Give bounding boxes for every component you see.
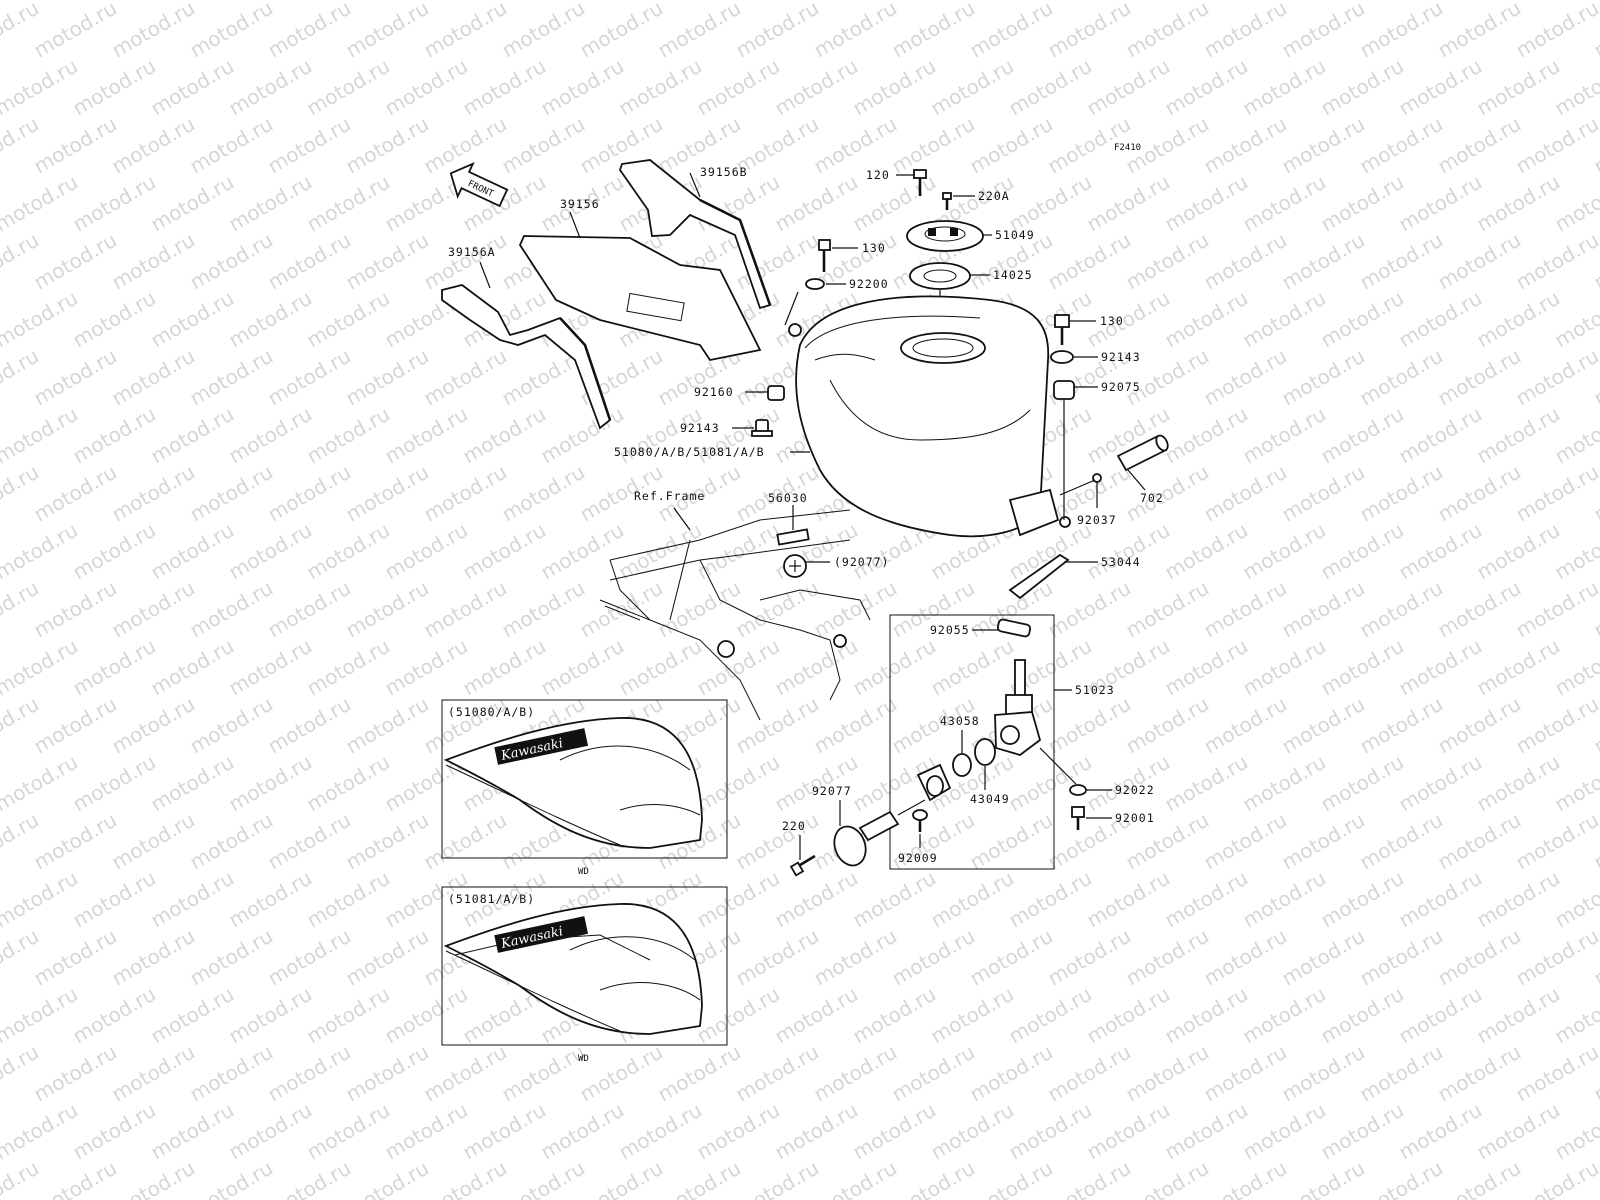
hose-702-icon [1116, 434, 1169, 472]
inset-51080: (51080/A/B) Kawasaki WD [441, 699, 728, 877]
label-92077-lever: 92077 [812, 784, 852, 798]
label-220A: 220A [978, 189, 1010, 203]
clip-92037-icon [1059, 473, 1102, 496]
label-220: 220 [782, 819, 806, 833]
label-92160: 92160 [694, 385, 734, 399]
ring-14025-icon [909, 262, 971, 290]
label-ref-frame: Ref.Frame [634, 489, 705, 503]
label-14025: 14025 [993, 268, 1033, 282]
inset-51080-caption: WD [578, 867, 589, 877]
screw-92009-icon [912, 809, 928, 832]
fuel-tank-body [788, 295, 1071, 538]
label-92143-left: 92143 [680, 421, 720, 435]
label-92037: 92037 [1077, 513, 1117, 527]
label-51080-51081: 51080/A/B/51081/A/B [614, 445, 765, 459]
label-92200: 92200 [849, 277, 889, 291]
label-130-upper: 130 [862, 241, 886, 255]
tray-39156 [518, 235, 762, 362]
label-53044: 53044 [1101, 555, 1141, 569]
inset-51080-label: (51080/A/B) [448, 705, 535, 719]
grommet-92160-icon [767, 385, 785, 401]
plate-43049-icon [974, 738, 996, 766]
label-39156B: 39156B [700, 165, 748, 179]
bolt-92077-frame-icon [783, 554, 807, 578]
bolt-130-right-icon [1054, 314, 1070, 345]
label-39156: 39156 [560, 197, 600, 211]
fuel-cock-51023-icon [994, 659, 1042, 756]
label-92001: 92001 [1115, 811, 1155, 825]
collar-92143-right-icon [1050, 350, 1074, 364]
spring-56030-icon [776, 528, 810, 546]
label-92055: 92055 [930, 623, 970, 637]
figure-code: F2410 [1114, 143, 1141, 153]
label-120: 120 [866, 168, 890, 182]
side-cover-39156A [441, 284, 612, 430]
bolt-120-icon [913, 169, 927, 196]
fuel-cock-group-box [889, 614, 1055, 870]
label-39156A: 39156A [448, 245, 496, 259]
screw-220-icon [789, 854, 816, 877]
screw-220A-icon [942, 192, 952, 210]
label-130-right: 130 [1100, 314, 1124, 328]
label-92143-right: 92143 [1101, 350, 1141, 364]
label-92022: 92022 [1115, 783, 1155, 797]
label-92077-frame: (92077) [834, 555, 889, 569]
washer-92022-icon [1069, 784, 1087, 796]
inset-51081-caption: WD [578, 1054, 589, 1064]
side-cover-39156B [619, 159, 772, 310]
reference-frame [599, 509, 871, 721]
label-43049: 43049 [970, 792, 1010, 806]
o-ring-43058-icon [952, 753, 972, 777]
inset-51081-label: (51081/A/B) [448, 892, 535, 906]
front-arrow-icon: FRONT [449, 162, 509, 208]
strap-53044-icon [1008, 553, 1070, 600]
gasket-92055-icon [996, 618, 1032, 638]
collar-92143-left-icon [751, 419, 773, 437]
label-92009: 92009 [898, 851, 938, 865]
bolt-130-icon [818, 239, 831, 272]
label-51023: 51023 [1075, 683, 1115, 697]
washer-92200-icon [805, 278, 825, 290]
inset-51081: (51081/A/B) Kawasaki WD [441, 886, 728, 1064]
bolt-92001-icon [1071, 806, 1085, 830]
label-702: 702 [1140, 491, 1164, 505]
label-92075: 92075 [1101, 380, 1141, 394]
fuel-cap-51049-icon [906, 220, 984, 252]
damper-92075-icon [1053, 380, 1075, 400]
label-56030: 56030 [768, 491, 808, 505]
label-51049: 51049 [995, 228, 1035, 242]
label-43058: 43058 [940, 714, 980, 728]
lever-92077-icon [833, 763, 952, 867]
